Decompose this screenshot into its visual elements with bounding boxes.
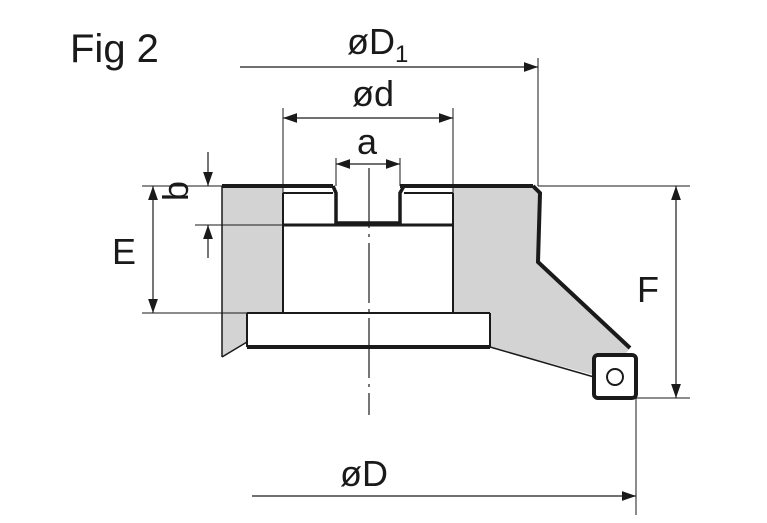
label-D: øD <box>340 453 388 494</box>
label-d: ød <box>352 73 394 114</box>
dimension-lines <box>148 62 681 501</box>
label-D1: øD1 <box>347 21 408 68</box>
label-a: a <box>357 121 378 162</box>
cutting-insert <box>592 353 638 400</box>
outline <box>221 184 632 378</box>
right-body <box>453 185 630 398</box>
label-E: E <box>112 231 136 272</box>
insert-screw-icon <box>606 368 624 386</box>
label-b: b <box>155 181 196 201</box>
cutter-body <box>222 185 630 398</box>
label-F: F <box>637 269 659 310</box>
figure-title: Fig 2 <box>70 27 159 71</box>
center-bore <box>283 225 453 313</box>
label-D1-subscript: 1 <box>395 41 408 68</box>
left-wall <box>222 185 283 357</box>
